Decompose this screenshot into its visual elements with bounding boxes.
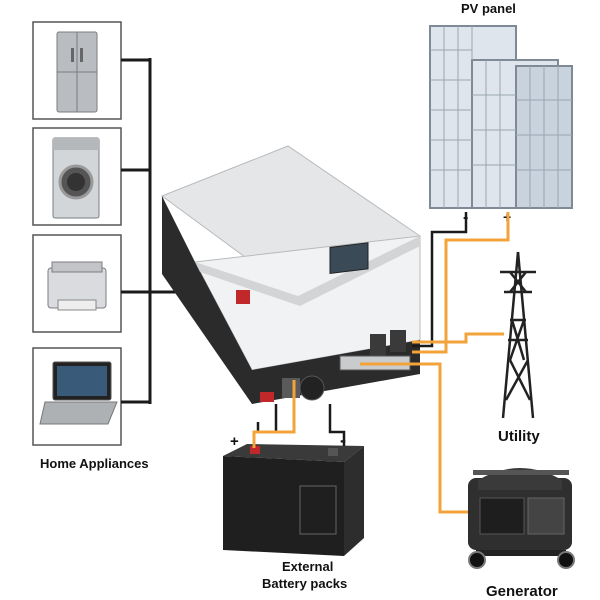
battery-label-line1: External <box>282 559 333 574</box>
pv-panel-array <box>429 25 573 209</box>
laptop-icon <box>39 361 118 425</box>
utility-pylon-icon <box>500 251 536 419</box>
printer-icon <box>47 261 107 311</box>
appliance-wiring <box>121 58 200 404</box>
washing-machine-icon <box>52 137 100 219</box>
generator-label: Generator <box>486 583 558 600</box>
appliance-box-washing-machine <box>32 127 122 226</box>
battery-plus-label: + <box>230 433 239 450</box>
inverter-unit <box>160 145 421 404</box>
orange-wiring <box>252 212 510 514</box>
utility-label: Utility <box>498 428 540 445</box>
battery-label-line2: Battery packs <box>262 576 347 591</box>
pv-panel-label: PV panel <box>461 1 516 16</box>
refrigerator-icon <box>56 31 98 113</box>
home-appliances-label: Home Appliances <box>40 456 149 471</box>
appliance-box-printer <box>32 234 122 333</box>
pv-panel-icon <box>429 25 573 209</box>
appliance-box-refrigerator <box>32 21 122 120</box>
generator-icon <box>468 468 575 569</box>
appliance-box-laptop <box>32 347 122 446</box>
battery-icon <box>223 444 364 556</box>
